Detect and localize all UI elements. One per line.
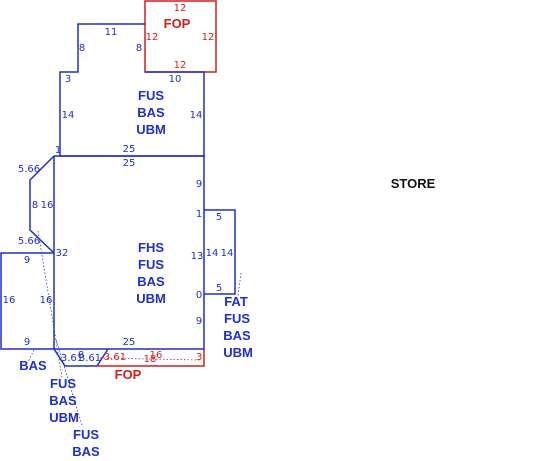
dimension-label: 12: [174, 60, 187, 71]
area-label-bay: UBM: [49, 410, 79, 425]
dimension-label: 3.61: [61, 353, 83, 364]
dimension-label: 32: [56, 248, 69, 259]
area-label-fop-top: FOP: [164, 16, 191, 31]
area-label-main: UBM: [136, 291, 166, 306]
main-section-outline: [53, 155, 205, 350]
leader-line: [99, 357, 201, 361]
dimension-label: 10: [169, 74, 182, 85]
leader-line: [37, 230, 63, 378]
dimension-label: 8: [78, 350, 84, 361]
dimension-label: 14: [62, 110, 75, 121]
dimension-label: 8: [32, 200, 38, 211]
upper-section: [59, 23, 205, 157]
right-addition-outline: [204, 209, 236, 295]
area-label-bay: BAS: [49, 393, 77, 408]
dimension-label: 3.61: [104, 352, 126, 363]
dimension-label: 14: [190, 110, 203, 121]
left-addition-outline: [0, 252, 54, 350]
bottom-bay-outline: [53, 348, 109, 367]
dimension-label: 8: [136, 43, 142, 54]
dimension-label: 12: [146, 32, 159, 43]
store-label: STORE: [391, 176, 436, 191]
area-label-bottom: BAS: [72, 444, 100, 459]
right-addition: [204, 209, 236, 295]
dimension-label: 18: [144, 354, 157, 365]
area-label-main: FUS: [138, 257, 164, 272]
dimension-label: 25: [123, 158, 136, 169]
area-label-second-floor: UBM: [136, 122, 166, 137]
dimension-label: 1: [196, 209, 202, 220]
area-label-fop-bottom: FOP: [115, 367, 142, 382]
dimension-label: 16: [40, 295, 53, 306]
area-label-second-floor: FUS: [138, 88, 164, 103]
dimension-label: 25: [123, 144, 136, 155]
dimension-label: 9: [24, 337, 30, 348]
leader-line: [237, 272, 242, 297]
area-label-right-addition: UBM: [223, 345, 253, 360]
bay-outline: [29, 155, 55, 254]
leader-line: [55, 339, 83, 426]
left-addition: [0, 252, 54, 350]
area-label-right-addition: FAT: [224, 294, 248, 309]
area-label-right-addition: FUS: [224, 311, 250, 326]
dimension-label: 11: [105, 27, 118, 38]
dimension-label: 14: [206, 248, 219, 259]
dimension-label: 5.66: [18, 164, 40, 175]
dimension-label: 9: [24, 255, 30, 266]
area-label-second-floor: BAS: [137, 105, 165, 120]
bottom-porch: [97, 349, 205, 367]
dimension-label: 13: [191, 251, 204, 262]
dimension-label: 9: [196, 179, 202, 190]
area-label-right-addition: BAS: [223, 328, 251, 343]
dimension-label: 25: [123, 337, 136, 348]
dimension-label: 16: [150, 350, 163, 361]
bottom-porch-outline: [97, 349, 205, 367]
area-label-main: BAS: [137, 274, 165, 289]
dimension-label: 16: [41, 200, 54, 211]
dimension-label: 9: [196, 316, 202, 327]
upper-section-outline: [59, 23, 205, 157]
dimension-label: 14: [221, 248, 234, 259]
dimension-label: 5: [216, 212, 222, 223]
area-label-bay: FUS: [50, 376, 76, 391]
dimension-label: 8: [79, 43, 85, 54]
leader-lines: [27, 230, 242, 426]
bottom-bay: [53, 348, 109, 367]
dimension-label: 16: [3, 295, 16, 306]
dimension-label: 3: [196, 352, 202, 363]
dimension-label: 3.61: [79, 353, 101, 364]
dimension-label: 3: [65, 74, 71, 85]
area-label-bottom: FUS: [73, 427, 99, 442]
dimension-label: 12: [174, 3, 187, 14]
dimension-label: 1: [55, 145, 61, 156]
leader-line: [27, 349, 35, 363]
area-label-main: FHS: [138, 240, 164, 255]
dimension-label: 0: [196, 290, 202, 301]
dimension-label: 5: [216, 283, 222, 294]
dimension-label: 5.66: [18, 236, 40, 247]
area-label-left-addition: BAS: [19, 358, 47, 373]
dimension-label: 12: [202, 32, 215, 43]
